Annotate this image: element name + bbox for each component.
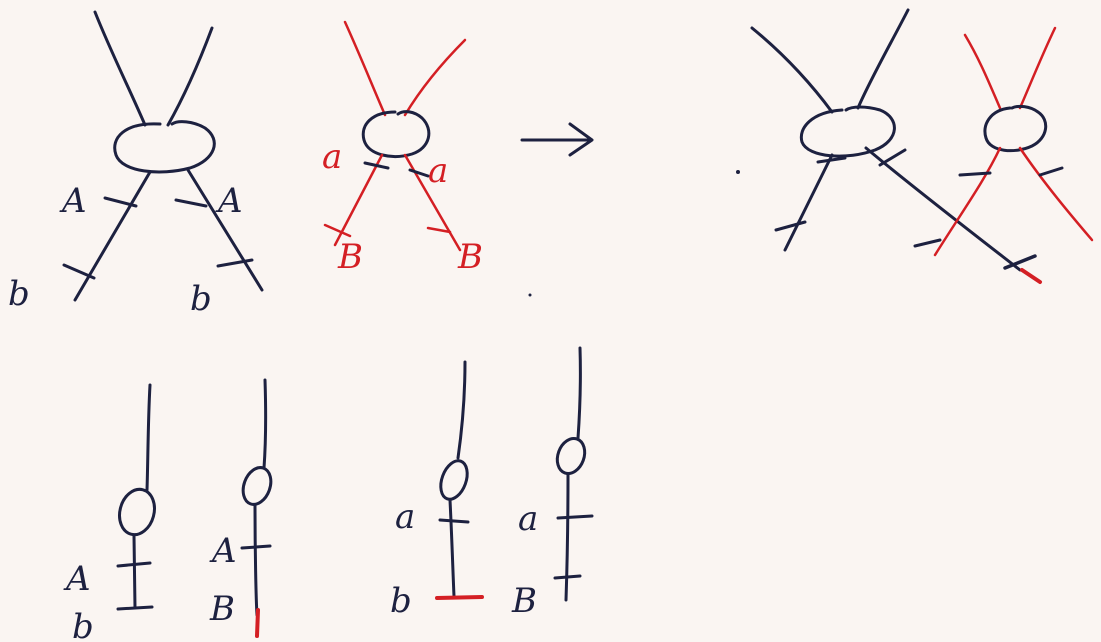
strand-1: A b	[63, 383, 156, 642]
tick-right-b	[216, 258, 254, 268]
tick-left-a	[363, 161, 390, 170]
strand-3: a b	[390, 360, 484, 621]
black-vertex-loop	[113, 120, 216, 174]
strand-2-red-end	[255, 608, 260, 638]
strand-1-label-A: A	[63, 559, 91, 599]
label-a-right: a	[428, 151, 448, 191]
merged-diagram	[750, 8, 1094, 284]
label-A-left: A	[59, 181, 87, 221]
strand-2-label-B: B	[209, 589, 235, 629]
strand-3-red-end	[435, 595, 484, 600]
strand-3-label-b: b	[390, 581, 412, 621]
red-vertex-diagram: a a B B	[322, 20, 483, 277]
red-vertex-loop	[361, 110, 431, 158]
strand-4-label-a: a	[518, 499, 538, 539]
black-vertex-diagram: A A b b	[8, 10, 264, 319]
tick-left-B	[323, 223, 352, 238]
label-B-right: B	[457, 237, 483, 277]
right-arrow	[520, 122, 594, 157]
strand-1-loop	[118, 487, 156, 537]
label-A-right: A	[215, 181, 243, 221]
label-b-right: b	[190, 279, 212, 319]
tick-left-A	[103, 196, 138, 208]
merged-black-loop	[799, 105, 896, 158]
strand-3-label-a: a	[395, 497, 415, 537]
red-end-mark	[1020, 268, 1042, 284]
tick-right-B	[426, 226, 452, 234]
strand-3-loop	[439, 459, 469, 501]
tick-right-a	[408, 168, 430, 178]
dot-mark-small	[528, 293, 532, 297]
strand-4: a B	[511, 346, 594, 621]
strand-2-loop	[241, 466, 273, 506]
strand-2-label-A: A	[209, 531, 237, 571]
label-b-left: b	[8, 274, 30, 314]
strand-4-loop	[555, 437, 587, 475]
merged-red-loop	[983, 104, 1048, 153]
strand-1-label-b: b	[72, 607, 94, 642]
strand-4-label-B: B	[511, 581, 537, 621]
strand-2: A B	[209, 378, 273, 638]
tick-right-A	[174, 198, 208, 208]
dot-mark	[736, 170, 740, 174]
label-a-left: a	[322, 137, 342, 177]
tick-left-b	[62, 263, 96, 280]
label-B-left: B	[337, 237, 363, 277]
